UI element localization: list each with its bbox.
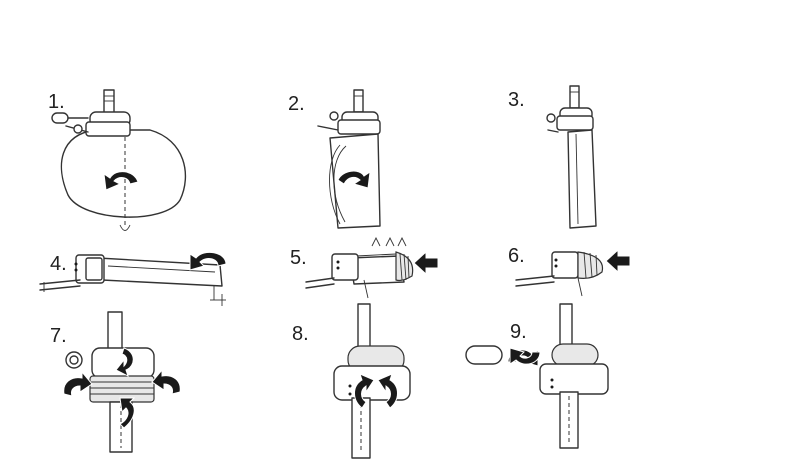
step-5-illustration	[305, 236, 439, 299]
twist-on-arrow-icon	[509, 347, 541, 365]
step-8-illustration	[333, 303, 411, 459]
step-3-number: 3.	[508, 89, 525, 111]
step-7-panel: 7.	[50, 311, 181, 453]
wrap-left-arrow-icon	[63, 370, 93, 397]
step-3-illustration	[546, 85, 597, 229]
step-9-number: 9.	[510, 321, 527, 343]
step-6-panel: 6.	[508, 245, 631, 297]
step-8-panel: 8.	[292, 303, 411, 459]
step-4-number: 4.	[50, 253, 67, 275]
turn-up-arrow-icon	[119, 397, 136, 429]
turn-arrow-icon	[115, 347, 134, 377]
roll-arrow-icon	[189, 251, 227, 271]
step-4-panel: 4.	[39, 251, 227, 306]
step-9-illustration	[465, 303, 609, 449]
step-7-illustration	[63, 311, 181, 453]
step-1-illustration	[51, 89, 187, 231]
step-8-number: 8.	[292, 323, 309, 345]
push-arrow-icon	[413, 250, 439, 276]
step-6-number: 6.	[508, 245, 525, 267]
step-3-panel: 3.	[508, 85, 597, 229]
step-2-panel: 2.	[288, 89, 381, 229]
tighten-arrow-icon	[377, 373, 398, 409]
wrap-right-arrow-icon	[151, 368, 181, 395]
step-5-panel: 5.	[290, 236, 439, 299]
rotate-arrow-icon	[103, 171, 139, 191]
step-9-panel: 9.	[465, 303, 609, 449]
step-2-number: 2.	[288, 93, 305, 115]
step-2-illustration	[317, 89, 381, 229]
step-4-illustration	[39, 251, 227, 306]
step-5-number: 5.	[290, 247, 307, 269]
step-1-panel: 1.	[48, 89, 187, 231]
push-arrow-icon	[605, 248, 631, 274]
tighten-arrow-icon	[354, 373, 375, 409]
step-7-number: 7.	[50, 325, 67, 347]
step-1-number: 1.	[48, 91, 65, 113]
step-6-illustration	[515, 248, 631, 297]
fold-arrow-icon	[337, 170, 371, 189]
